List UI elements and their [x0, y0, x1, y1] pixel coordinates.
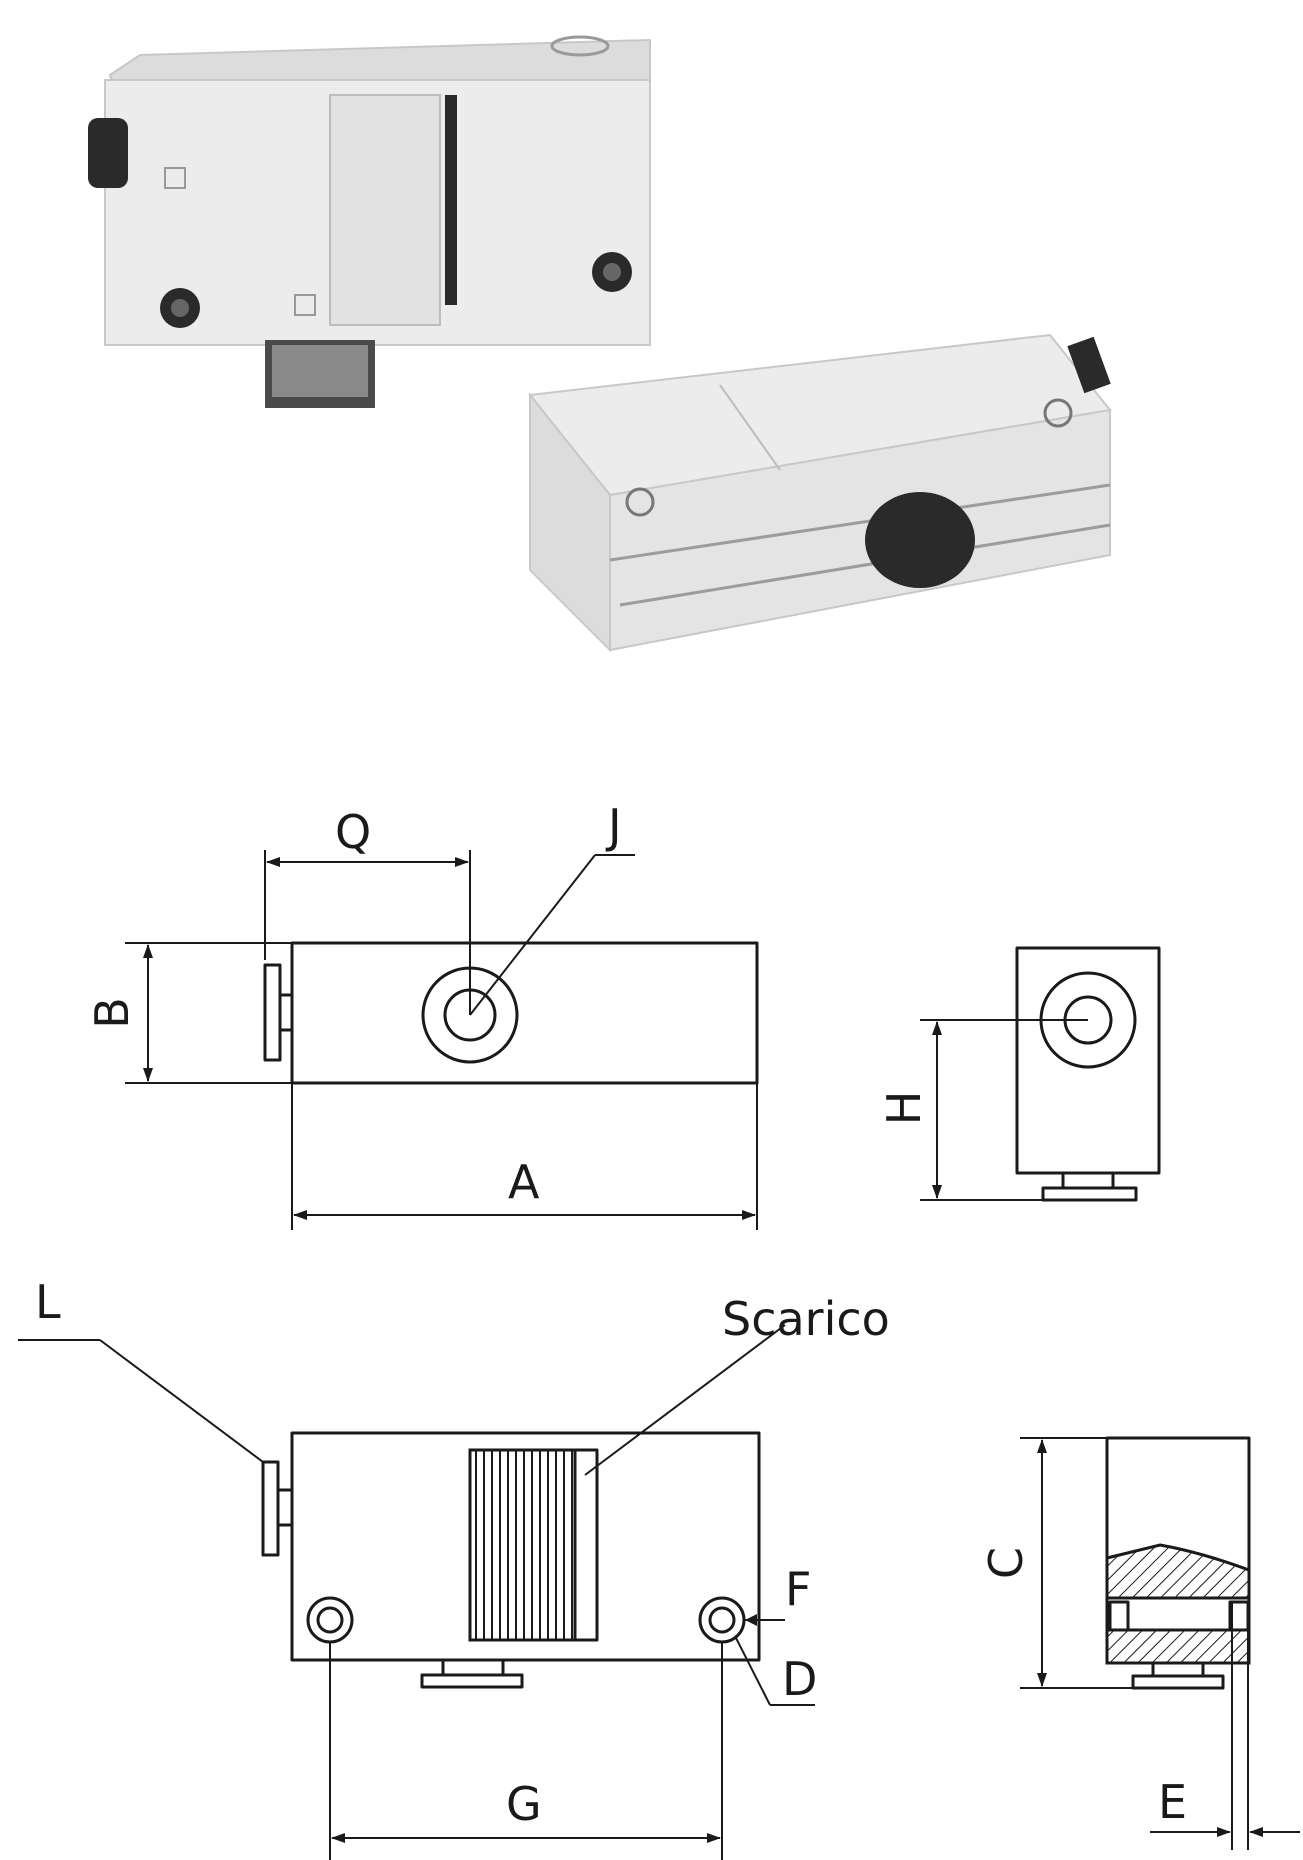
- dimension-label-e: E: [1158, 1775, 1187, 1829]
- dimension-label-q: Q: [335, 805, 371, 859]
- product-photo-valve-1: [88, 35, 651, 408]
- label-l: L: [35, 1275, 61, 1329]
- dimension-label-g: G: [506, 1777, 542, 1831]
- front-view: [18, 1324, 815, 1860]
- dimension-label-a: A: [508, 1155, 540, 1209]
- dimension-label-f: F: [785, 1562, 811, 1616]
- dimension-label-h: H: [877, 1091, 931, 1126]
- product-photo-valve-2: [528, 333, 1112, 653]
- label-scarico: Scarico: [722, 1292, 890, 1346]
- side-view: [920, 946, 1161, 1202]
- dimension-label-d: D: [782, 1652, 817, 1706]
- section-view: [1020, 1436, 1300, 1850]
- dimension-label-b: B: [85, 997, 139, 1029]
- dimension-label-j: J: [605, 799, 622, 853]
- dimension-label-c: C: [979, 1547, 1033, 1579]
- top-view: [125, 850, 759, 1230]
